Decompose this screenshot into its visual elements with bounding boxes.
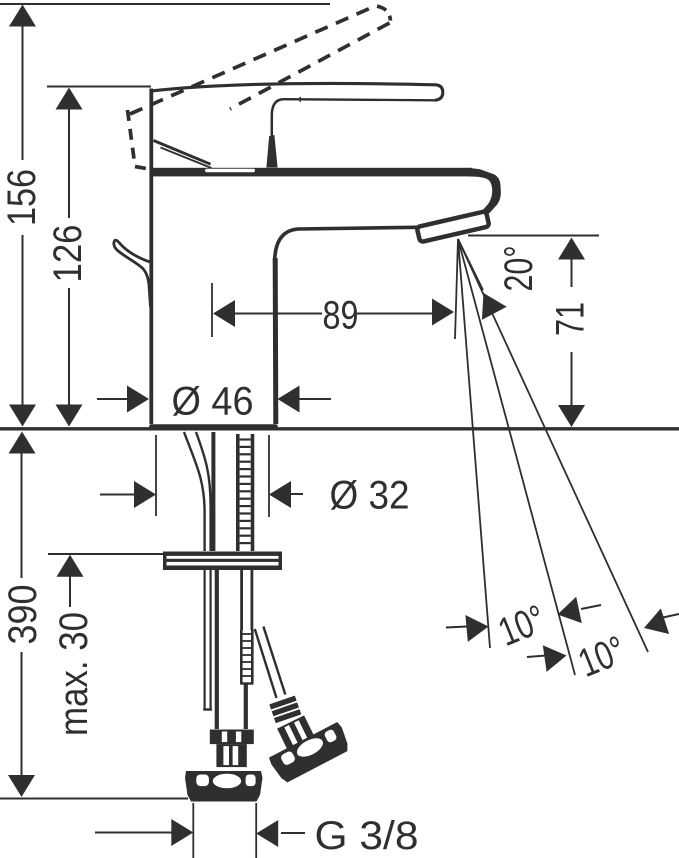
svg-text:71: 71 bbox=[549, 302, 593, 336]
svg-text:20°: 20° bbox=[497, 246, 541, 292]
svg-text:390: 390 bbox=[1, 585, 45, 645]
svg-text:G 3/8: G 3/8 bbox=[315, 814, 419, 858]
svg-text:Ø 32: Ø 32 bbox=[330, 474, 410, 518]
svg-text:89: 89 bbox=[323, 294, 359, 338]
svg-text:Ø 46: Ø 46 bbox=[172, 380, 254, 424]
svg-text:max. 30: max. 30 bbox=[52, 612, 96, 736]
svg-text:156: 156 bbox=[0, 169, 44, 226]
svg-text:126: 126 bbox=[46, 225, 90, 283]
